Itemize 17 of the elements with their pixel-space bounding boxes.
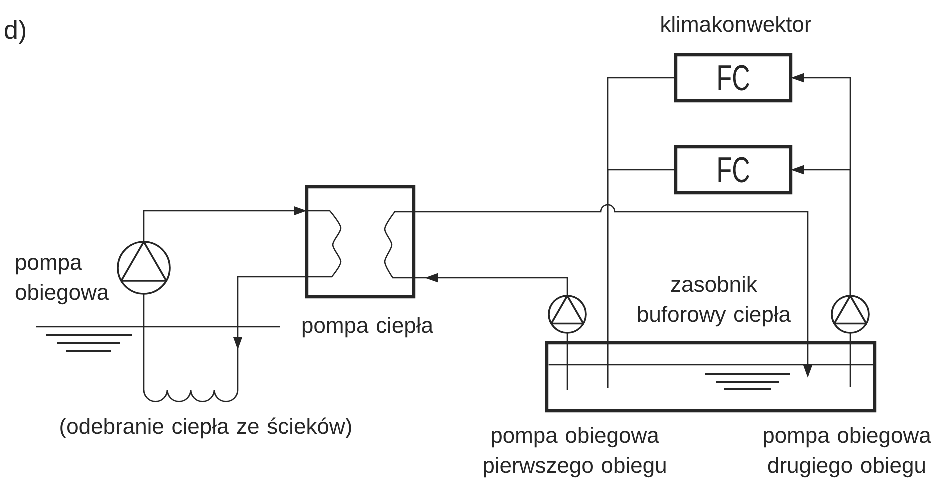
pipe-line [566,333,568,390]
pump-caption: pompa obiegowa drugiego obiegu [764,427,932,478]
node-label: zasobnik buforowy ciepła [638,276,792,327]
pipe-line [607,169,676,388]
unit-box: FC [674,53,793,103]
unit-caption: klimakonwektor [662,16,812,32]
unit-box: FC [674,145,793,195]
pipe-line [850,333,852,387]
pump-symbol [548,295,587,334]
panel-label: d) [5,20,26,44]
pump-symbol [831,295,870,334]
buffer-tank: zasobnik buforowy ciepła [545,276,877,413]
heat-pump-box: pompa ciepła [302,185,434,338]
pipe-line [143,294,145,390]
pump-caption: pompa obiegowa pierwszego obiegu [484,427,666,478]
pump-caption: pompa obiegowa [16,258,110,305]
node-label: pompa ciepła [302,317,434,338]
